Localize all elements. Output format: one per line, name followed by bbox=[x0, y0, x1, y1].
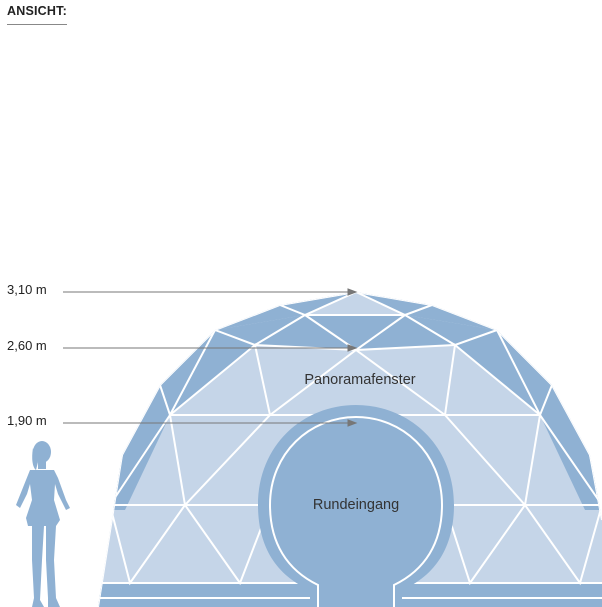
leader-arrow-190 bbox=[347, 419, 358, 427]
height-leaders bbox=[63, 288, 358, 427]
height-label-190: 1,90 m bbox=[7, 413, 47, 428]
leader-arrow-260 bbox=[347, 344, 358, 352]
outer-panels bbox=[110, 292, 602, 510]
entrance-label: Rundeingang bbox=[313, 497, 399, 513]
round-entrance bbox=[258, 405, 454, 607]
human-figure-icon bbox=[16, 441, 70, 607]
height-label-310: 3,10 m bbox=[7, 282, 47, 297]
view-heading: ANSICHT: bbox=[7, 4, 67, 25]
leader-arrow-310 bbox=[347, 288, 358, 296]
height-label-260: 2,60 m bbox=[7, 338, 47, 353]
window-label: Panoramafenster bbox=[304, 372, 415, 388]
